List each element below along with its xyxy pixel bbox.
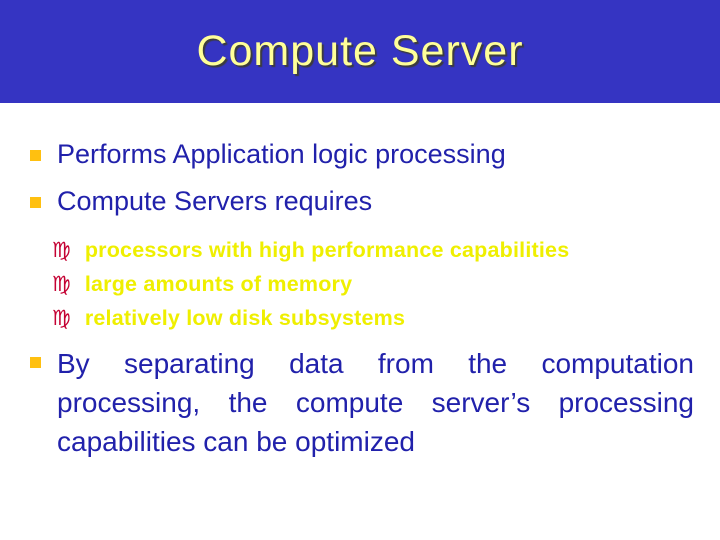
slide-header: Compute Server bbox=[0, 0, 720, 103]
bullet-square-icon bbox=[30, 150, 41, 161]
bullet-square-icon bbox=[30, 197, 41, 208]
sub-bullet-text: processors with high performance capabil… bbox=[84, 238, 570, 262]
virgo-bullet-icon: ♍ bbox=[52, 238, 71, 262]
bullet-square-icon bbox=[30, 357, 41, 368]
bullet-paragraph-text: By separating data from the computation … bbox=[57, 348, 694, 457]
bullet-text: Performs Application logic processing bbox=[57, 139, 506, 169]
sub-bullet-text: relatively low disk subsystems bbox=[84, 306, 406, 330]
bullet-item: Performs Application logic processing bbox=[30, 139, 694, 170]
bullet-text: Compute Servers requires bbox=[57, 186, 373, 216]
sub-bullet-item: ♍ large amounts of memory bbox=[52, 267, 694, 301]
sub-bullet-text: large amounts of memory bbox=[84, 272, 353, 296]
slide-title: Compute Server bbox=[196, 27, 524, 75]
bullet-item: Compute Servers requires bbox=[30, 186, 694, 217]
virgo-bullet-icon: ♍ bbox=[52, 306, 71, 330]
sub-bullet-item: ♍ relatively low disk subsystems bbox=[52, 301, 694, 335]
slide-body: Performs Application logic processing Co… bbox=[0, 103, 720, 461]
virgo-bullet-icon: ♍ bbox=[52, 272, 71, 296]
sub-bullet-list: ♍ processors with high performance capab… bbox=[52, 233, 694, 335]
bullet-item: By separating data from the computation … bbox=[30, 344, 694, 461]
sub-bullet-item: ♍ processors with high performance capab… bbox=[52, 233, 694, 267]
